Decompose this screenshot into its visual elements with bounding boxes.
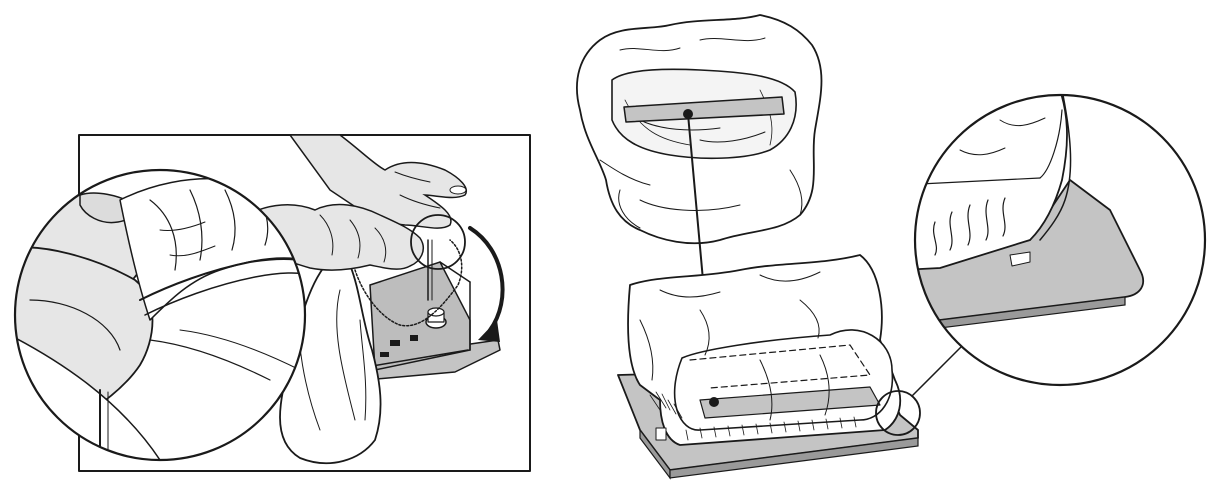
corner-magnifier-circle: [875, 390, 921, 436]
fabric-cover-bag-icon: [576, 14, 823, 245]
magnified-corner-detail-icon: [913, 93, 1207, 387]
left-panel: [13, 134, 531, 472]
strap-anchor-bottom-dot: [709, 397, 719, 407]
upper-hand-icon: [288, 134, 467, 229]
tray-unit-icon: [359, 239, 501, 381]
small-magnifier-circle: [410, 214, 466, 270]
magnified-detail-circle-icon: [13, 168, 307, 462]
right-panel: [576, 14, 1207, 480]
curved-arrow-icon: [468, 226, 505, 342]
magnifier-leader-line: [911, 345, 963, 397]
strap-band-icon: [623, 96, 785, 123]
covered-unit-icon: [617, 254, 919, 480]
